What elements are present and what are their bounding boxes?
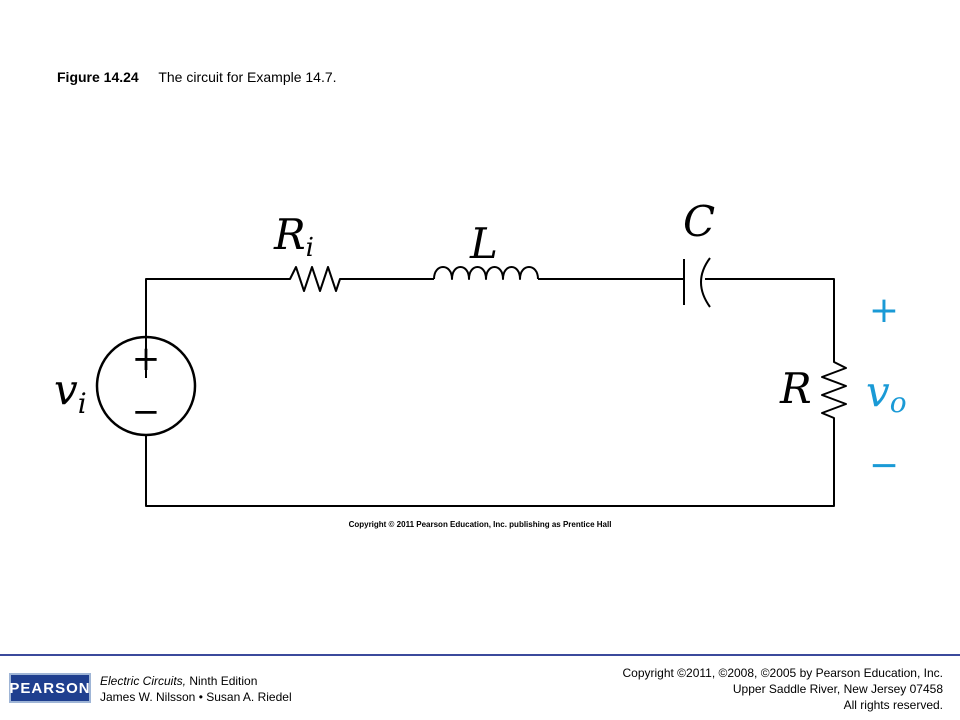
copyright-line-2: Upper Saddle River, New Jersey 07458 <box>732 682 943 696</box>
output-voltage-label: vo <box>866 367 907 419</box>
book-title: Electric Circuits, <box>100 674 187 688</box>
footer-rule <box>0 654 960 656</box>
book-info: Electric Circuits, Ninth Edition James W… <box>100 673 292 705</box>
circuit-copyright: Copyright © 2011 Pearson Education, Inc.… <box>348 520 612 529</box>
top-left-wire <box>145 278 280 378</box>
pearson-logo: PEARSON <box>9 673 91 703</box>
source-label-subscript: i <box>78 387 87 420</box>
figure-caption-text: The circuit for Example 14.7. <box>158 69 337 85</box>
output-plus-sign: + <box>869 290 899 331</box>
copyright-line-1: Copyright ©2011, ©2008, ©2005 by Pearson… <box>622 666 943 680</box>
load-resistor-label: R <box>779 364 812 413</box>
rights-info: Copyright ©2011, ©2008, ©2005 by Pearson… <box>622 665 943 713</box>
output-label-subscript: o <box>890 386 907 419</box>
source-label: vi <box>54 365 87 420</box>
series-resistor-label-subscript: i <box>306 233 314 263</box>
copyright-line-3: All rights reserved. <box>843 698 943 712</box>
figure-number: Figure 14.24 <box>57 69 139 85</box>
series-resistor-label: Ri <box>273 210 314 263</box>
bottom-wire <box>145 424 835 507</box>
load-resistor-zigzag <box>821 356 847 424</box>
inductor-coil <box>433 266 539 280</box>
source-minus-sign: − <box>132 392 161 432</box>
capacitor-label: C <box>683 197 715 246</box>
output-minus-sign: − <box>869 445 899 486</box>
series-resistor-label-symbol: R <box>273 210 306 259</box>
output-label-symbol: v <box>866 367 890 416</box>
figure-caption: Figure 14.24 The circuit for Example 14.… <box>57 69 337 85</box>
source-label-symbol: v <box>54 365 78 414</box>
wire-capacitor-to-load <box>705 278 835 356</box>
book-authors: James W. Nilsson • Susan A. Riedel <box>100 690 292 704</box>
capacitor-curved-plate <box>700 257 711 308</box>
voltage-source-circle <box>95 335 197 437</box>
book-edition: Ninth Edition <box>186 674 258 688</box>
source-plus-sign: + <box>132 339 161 379</box>
inductor-label: L <box>469 219 498 268</box>
series-resistor-zigzag <box>280 266 346 292</box>
book-title-line: Electric Circuits, Ninth Edition <box>100 673 292 689</box>
